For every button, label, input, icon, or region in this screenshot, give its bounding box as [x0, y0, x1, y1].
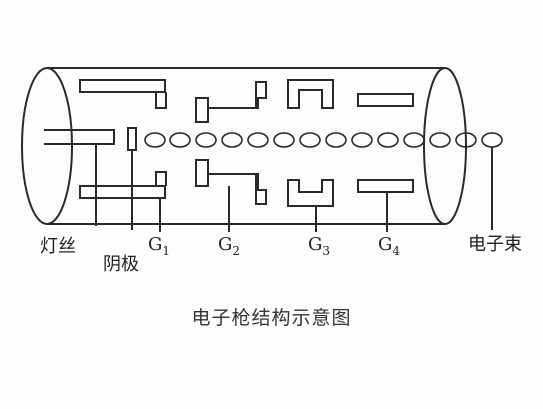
tube-body — [47, 67, 445, 225]
cathode-body — [127, 127, 137, 151]
g1-label: G1 — [148, 234, 170, 258]
g4-label: G4 — [378, 234, 400, 258]
electron-beam — [144, 132, 503, 148]
beam-label: 电子束 — [468, 234, 522, 255]
tube-right-end — [423, 67, 467, 225]
g2-lower — [195, 159, 267, 205]
tube-left-end — [21, 67, 73, 225]
filament-label: 灯丝 — [40, 236, 76, 257]
g3-label: G3 — [308, 234, 330, 258]
g1-upper — [79, 79, 167, 109]
g3-upper — [287, 79, 334, 109]
g2-upper — [195, 81, 267, 123]
g4-upper — [357, 93, 414, 107]
filament-wire — [44, 129, 115, 145]
diagram-caption: 电子枪结构示意图 — [191, 307, 352, 329]
g1-lower — [79, 171, 167, 199]
g4-lower — [357, 179, 414, 193]
g3-lower — [287, 179, 334, 207]
g2-label: G2 — [218, 234, 240, 258]
cathode-label: 阴极 — [103, 254, 139, 275]
